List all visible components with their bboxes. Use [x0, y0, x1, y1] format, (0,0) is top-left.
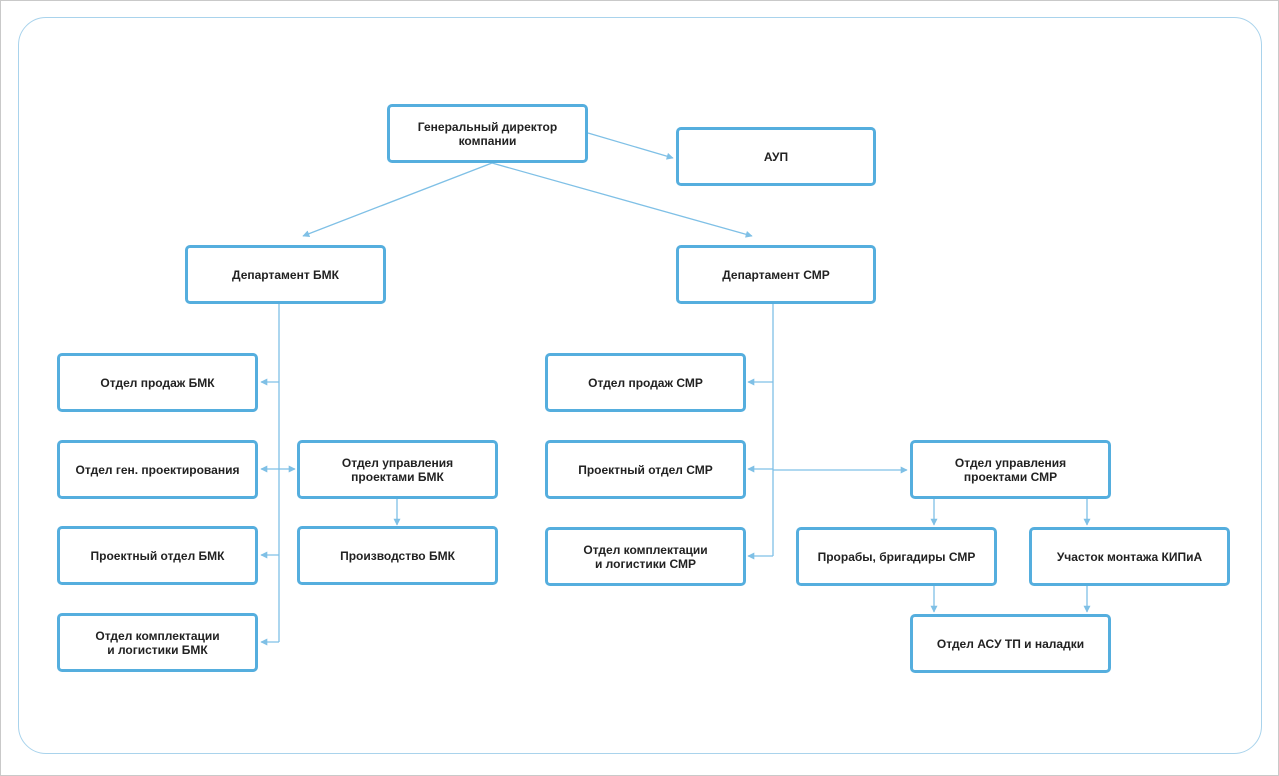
node-gen-design: Отдел ген. проектирования: [57, 440, 258, 499]
node-kipia: Участок монтажа КИПиА: [1029, 527, 1230, 586]
node-general-director: Генеральный директор компании: [387, 104, 588, 163]
node-dept-bmk: Департамент БМК: [185, 245, 386, 304]
node-asu-tp: Отдел АСУ ТП и наладки: [910, 614, 1111, 673]
node-production-bmk: Производство БМК: [297, 526, 498, 585]
node-sales-smr: Отдел продаж СМР: [545, 353, 746, 412]
node-foremen-smr: Прорабы, бригадиры СМР: [796, 527, 997, 586]
node-supply-smr: Отдел комплектации и логистики СМР: [545, 527, 746, 586]
node-pm-bmk: Отдел управления проектами БМК: [297, 440, 498, 499]
node-dept-smr: Департамент СМР: [676, 245, 876, 304]
node-pm-smr: Отдел управления проектами СМР: [910, 440, 1111, 499]
node-design-bmk: Проектный отдел БМК: [57, 526, 258, 585]
link-director-aup: [587, 132, 674, 160]
link-director-dept-smr: [491, 162, 753, 238]
link-director-dept-bmk: [302, 162, 493, 237]
node-aup: АУП: [676, 127, 876, 186]
node-design-smr: Проектный отдел СМР: [545, 440, 746, 499]
node-supply-bmk: Отдел комплектации и логистики БМК: [57, 613, 258, 672]
node-sales-bmk: Отдел продаж БМК: [57, 353, 258, 412]
